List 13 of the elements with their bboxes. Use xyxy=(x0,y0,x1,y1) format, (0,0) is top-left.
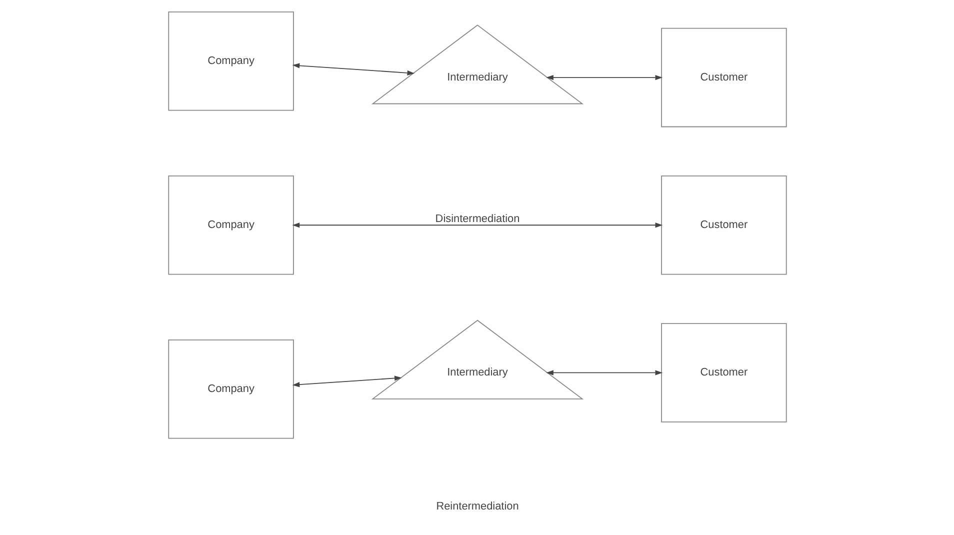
node-box: Customer xyxy=(660,28,786,128)
node-box: Company xyxy=(168,175,294,275)
node-box: Company xyxy=(168,11,294,111)
arrow xyxy=(546,74,662,80)
edge-label: Disintermediation xyxy=(434,213,520,226)
arrow xyxy=(292,376,402,388)
arrow xyxy=(546,370,662,376)
node-box: Company xyxy=(168,339,294,439)
arrow xyxy=(292,222,662,228)
arrow xyxy=(292,63,414,76)
label: Reintermediation xyxy=(436,500,518,512)
node-box: Customer xyxy=(660,323,786,422)
node-box: Customer xyxy=(660,175,786,275)
